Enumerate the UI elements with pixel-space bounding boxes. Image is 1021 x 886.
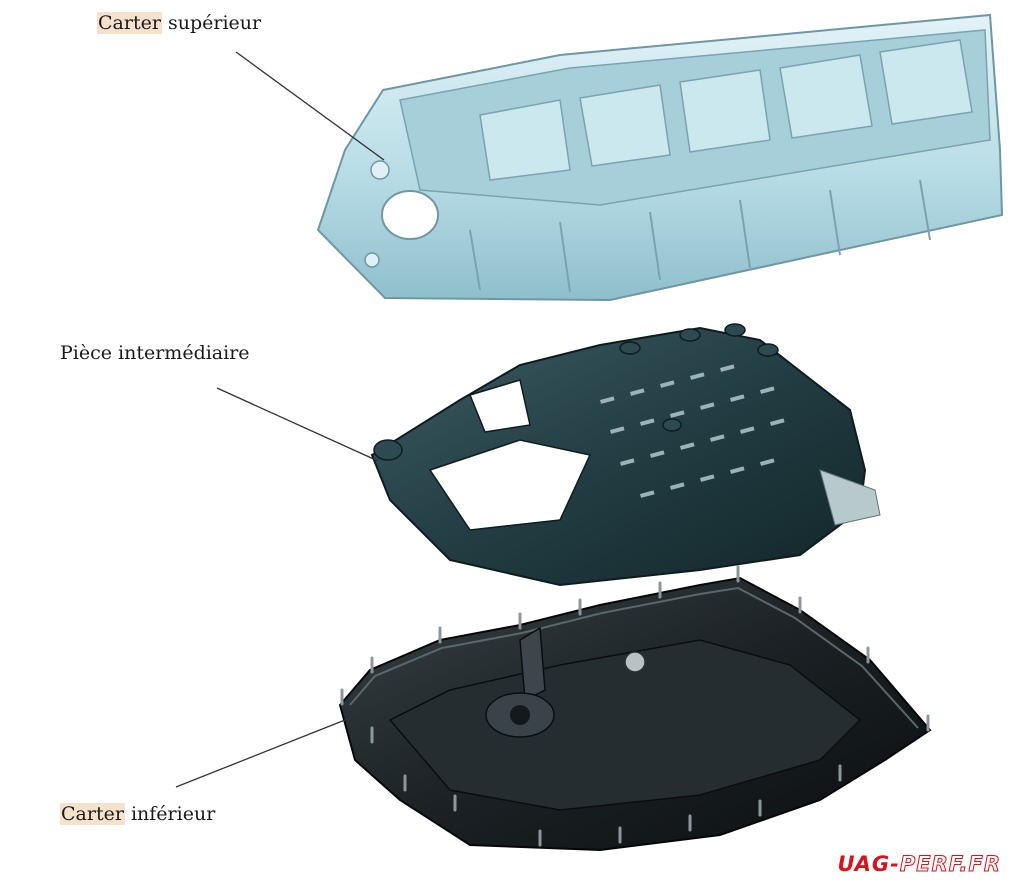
watermark-part1: UAG- bbox=[837, 852, 900, 876]
upper-crankcase bbox=[316, 13, 1004, 302]
watermark-part2: PERF.FR bbox=[899, 852, 1001, 877]
label-upper-highlight: Carter bbox=[97, 12, 162, 34]
label-lower-highlight: Carter bbox=[60, 803, 125, 825]
watermark-logo: UAG-PERF.FR bbox=[837, 852, 1001, 877]
label-upper-crankcase: Carter supérieur bbox=[97, 11, 261, 35]
label-intermediate-piece: Pièce intermédiaire bbox=[60, 342, 250, 364]
label-lower-oil-pan: Carter inférieur bbox=[60, 802, 215, 826]
label-upper-rest: supérieur bbox=[161, 12, 262, 34]
lower-oil-pan bbox=[338, 565, 932, 852]
intermediate-piece bbox=[370, 323, 881, 587]
leader-line-middle bbox=[216, 387, 379, 462]
leader-line-lower bbox=[175, 717, 351, 788]
label-lower-rest: inférieur bbox=[124, 803, 216, 825]
leader-line-upper bbox=[235, 51, 385, 161]
